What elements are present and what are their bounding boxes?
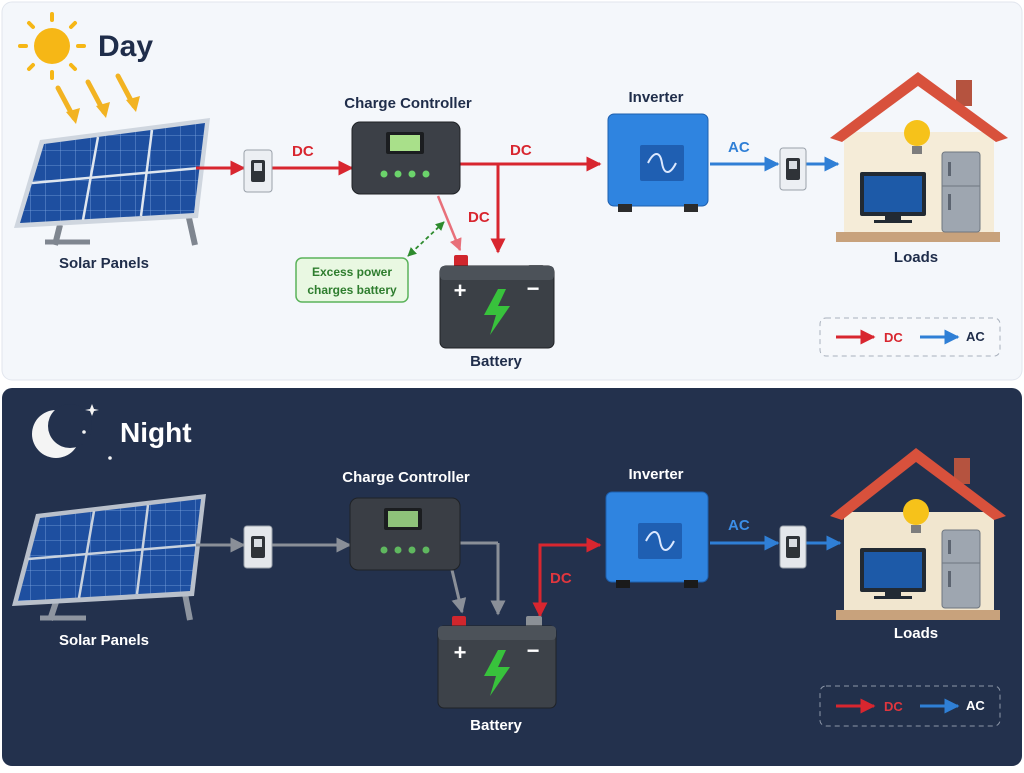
day-solar-label: Solar Panels — [59, 255, 149, 272]
night-ac-switch-icon — [779, 525, 807, 569]
day-tv-icon — [860, 172, 926, 223]
night-panel: Night Solar Panels DC AC — [2, 388, 1022, 766]
day-inverter-icon — [607, 113, 709, 212]
day-fridge-icon — [941, 151, 981, 233]
day-lightbulb-icon — [904, 120, 930, 154]
day-legend-ac-label: AC — [966, 329, 985, 344]
day-panel: Day Solar Panels DC DC DC — [1, 1, 1023, 381]
sun-icon — [18, 12, 86, 80]
night-lightbulb-icon — [903, 499, 929, 533]
day-controller-label: Charge Controller — [344, 95, 472, 112]
night-fridge-icon — [941, 529, 981, 609]
day-charge-controller-icon — [351, 121, 461, 195]
day-battery-minus: − — [527, 276, 540, 301]
night-legend: DC AC — [819, 685, 1001, 727]
night-charge-controller-icon — [349, 497, 461, 571]
night-dc-label: DC — [550, 570, 572, 587]
solar-panel-icon — [14, 118, 210, 246]
night-solar-label: Solar Panels — [59, 632, 149, 649]
day-dc-label-1: DC — [292, 143, 314, 160]
night-house-icon — [830, 448, 1006, 620]
night-battery-icon: + − — [437, 616, 557, 709]
day-note-line-2: charges battery — [307, 283, 397, 297]
night-dc-wire-battery-to-inverter — [532, 537, 602, 618]
day-ac-switch-icon — [779, 147, 807, 191]
night-battery-bolt-icon — [484, 650, 510, 696]
night-controller-label: Charge Controller — [342, 469, 470, 486]
night-legend-dc-label: DC — [884, 699, 903, 714]
night-loads-label: Loads — [894, 625, 938, 642]
stars-icon — [82, 404, 112, 460]
day-battery-plus: + — [454, 278, 467, 303]
day-legend: DC AC — [819, 317, 1001, 357]
night-battery-label: Battery — [470, 717, 522, 734]
sun-rays — [55, 73, 140, 124]
night-battery-plus: + — [454, 640, 467, 665]
day-battery-label: Battery — [470, 353, 522, 370]
night-inverter-label: Inverter — [628, 466, 683, 483]
night-ac-label: AC — [728, 517, 750, 534]
night-inverter-icon — [605, 491, 709, 588]
day-inverter-label: Inverter — [628, 89, 683, 106]
night-background — [2, 388, 1022, 766]
day-dc-label-2: DC — [510, 142, 532, 159]
day-loads-label: Loads — [894, 249, 938, 266]
day-battery-bolt-icon — [484, 289, 510, 335]
day-background — [1, 1, 1023, 381]
day-dc-label-3: DC — [468, 209, 490, 226]
day-ac-label: AC — [728, 139, 750, 156]
day-note-line-1: Excess power — [312, 265, 392, 279]
moon-icon — [32, 404, 92, 458]
night-solar-panel-icon — [12, 494, 206, 621]
day-battery-icon: + − — [439, 255, 555, 349]
day-excess-power-indicator — [407, 221, 445, 257]
day-controller-to-battery-wire — [436, 195, 462, 252]
day-dc-switch-icon — [243, 149, 273, 193]
day-legend-dc-label: DC — [884, 330, 903, 345]
night-tv-icon — [860, 548, 926, 599]
night-dc-switch-icon — [243, 525, 273, 569]
day-excess-power-note: Excess power charges battery — [295, 257, 409, 303]
day-house-icon — [830, 72, 1008, 242]
night-inactive-wire-controller-to-battery — [450, 569, 467, 614]
night-legend-ac-label: AC — [966, 698, 985, 713]
night-title: Night — [120, 417, 192, 448]
day-title: Day — [98, 30, 153, 63]
night-battery-minus: − — [527, 638, 540, 663]
